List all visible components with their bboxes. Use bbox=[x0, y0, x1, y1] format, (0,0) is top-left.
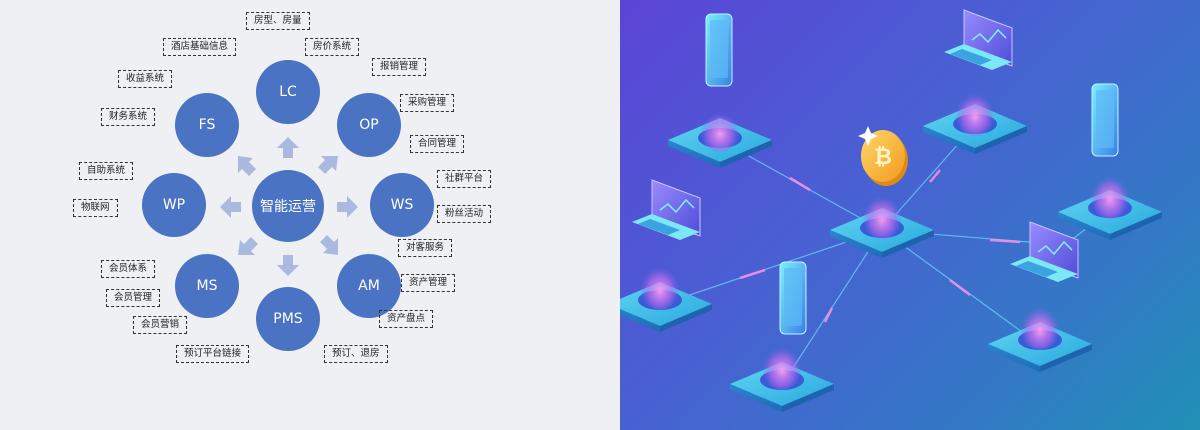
node-pms: PMS bbox=[256, 287, 320, 351]
tag-room-price: 房价系统 bbox=[305, 38, 360, 56]
node-am: AM bbox=[337, 254, 401, 318]
tag-iot: 物联网 bbox=[73, 199, 118, 217]
arrow-up-left bbox=[238, 156, 256, 176]
tag-revenue: 收益系统 bbox=[118, 70, 173, 88]
tag-member-mgmt: 会员管理 bbox=[106, 289, 161, 307]
smartphone-icon bbox=[705, 13, 733, 87]
node-label: OP bbox=[359, 117, 379, 133]
center-node: 智能运营 bbox=[252, 170, 324, 242]
platform-center bbox=[830, 191, 934, 258]
node-label: WP bbox=[162, 197, 186, 213]
platform-left bbox=[620, 262, 712, 332]
network-illustration: ₿ bbox=[620, 0, 1200, 430]
tag-label: 合同管理 bbox=[418, 138, 457, 149]
tag-label: 收益系统 bbox=[126, 73, 165, 84]
tag-label: 会员体系 bbox=[109, 263, 148, 274]
tag-label: 房型、房量 bbox=[254, 15, 302, 26]
tag-label: 资产盘点 bbox=[387, 313, 426, 324]
tag-label: 采购管理 bbox=[408, 97, 447, 108]
node-lc: LC bbox=[256, 60, 320, 124]
tag-label: 预订、退房 bbox=[332, 348, 380, 359]
tag-label: 预订平台链接 bbox=[184, 348, 242, 359]
laptop-icon bbox=[1010, 221, 1079, 282]
tag-member-system: 会员体系 bbox=[101, 260, 156, 278]
node-ms: MS bbox=[175, 254, 239, 318]
tag-community: 社群平台 bbox=[437, 170, 492, 188]
tag-room-type: 房型、房量 bbox=[246, 12, 310, 30]
tag-purchase: 采购管理 bbox=[400, 94, 455, 112]
tag-member-marketing: 会员营销 bbox=[133, 316, 188, 334]
platform-right bbox=[1058, 171, 1162, 240]
tag-contract: 合同管理 bbox=[410, 135, 465, 153]
tag-label: 资产管理 bbox=[409, 277, 448, 288]
node-label: FS bbox=[198, 117, 216, 133]
tag-label: 社群平台 bbox=[445, 173, 484, 184]
tag-label: 报销管理 bbox=[380, 61, 419, 72]
node-label: PMS bbox=[273, 311, 303, 327]
node-op: OP bbox=[337, 93, 401, 157]
svg-text:₿: ₿ bbox=[874, 145, 892, 170]
node-label: WS bbox=[390, 197, 414, 213]
tag-label: 酒店基础信息 bbox=[171, 41, 229, 52]
platform-bottom-right bbox=[988, 302, 1092, 372]
tag-booking-link: 预订平台链接 bbox=[176, 345, 250, 363]
platform-top-center bbox=[923, 88, 1027, 154]
arrow-up bbox=[277, 137, 299, 158]
direction-arrows bbox=[220, 137, 358, 276]
isometric-network-scene: ₿ bbox=[620, 9, 1162, 412]
node-label: MS bbox=[196, 278, 218, 294]
platform-bottom bbox=[730, 342, 834, 412]
laptop-icon bbox=[632, 179, 701, 240]
tag-asset-mgmt: 资产管理 bbox=[401, 274, 456, 292]
smartphone-icon bbox=[1091, 83, 1119, 157]
node-fs: FS bbox=[175, 93, 239, 157]
tag-checkout: 预订、退房 bbox=[324, 345, 388, 363]
tag-guest-service: 对客服务 bbox=[398, 239, 453, 257]
arrow-up-right bbox=[318, 156, 338, 174]
node-ws: WS bbox=[370, 173, 434, 237]
tag-label: 房价系统 bbox=[313, 41, 352, 52]
tag-hotel-info: 酒店基础信息 bbox=[163, 38, 237, 56]
center-node-label: 智能运营 bbox=[260, 199, 316, 215]
laptop-icon bbox=[944, 9, 1013, 70]
node-wp: WP bbox=[142, 173, 206, 237]
arrow-down bbox=[277, 255, 299, 276]
platform-top-left bbox=[668, 108, 772, 168]
tag-label: 财务系统 bbox=[109, 111, 148, 122]
tag-label: 对客服务 bbox=[406, 242, 445, 253]
arrow-left bbox=[220, 196, 241, 218]
node-label: LC bbox=[279, 84, 297, 100]
tag-self-service: 自助系统 bbox=[79, 162, 134, 180]
tag-label: 物联网 bbox=[81, 202, 110, 213]
tag-asset-count: 资产盘点 bbox=[379, 310, 434, 328]
bitcoin-coin-icon: ₿ bbox=[858, 126, 908, 186]
tag-finance: 财务系统 bbox=[101, 108, 156, 126]
tag-label: 会员管理 bbox=[114, 292, 153, 303]
tag-label: 粉丝活动 bbox=[445, 208, 484, 219]
architecture-diagram-panel: 智能运营 LC OP WS AM PMS MS WP FS 房型、房量 房价系统… bbox=[73, 12, 492, 363]
smartphone-icon bbox=[779, 261, 807, 335]
tag-expense: 报销管理 bbox=[372, 58, 427, 76]
arrow-down-right bbox=[320, 235, 338, 255]
arrow-down-left bbox=[238, 237, 258, 255]
tag-label: 自助系统 bbox=[87, 165, 126, 176]
node-label: AM bbox=[358, 278, 380, 294]
tag-label: 会员营销 bbox=[141, 319, 180, 330]
arrow-right bbox=[337, 196, 358, 218]
tag-fans: 粉丝活动 bbox=[437, 205, 492, 223]
